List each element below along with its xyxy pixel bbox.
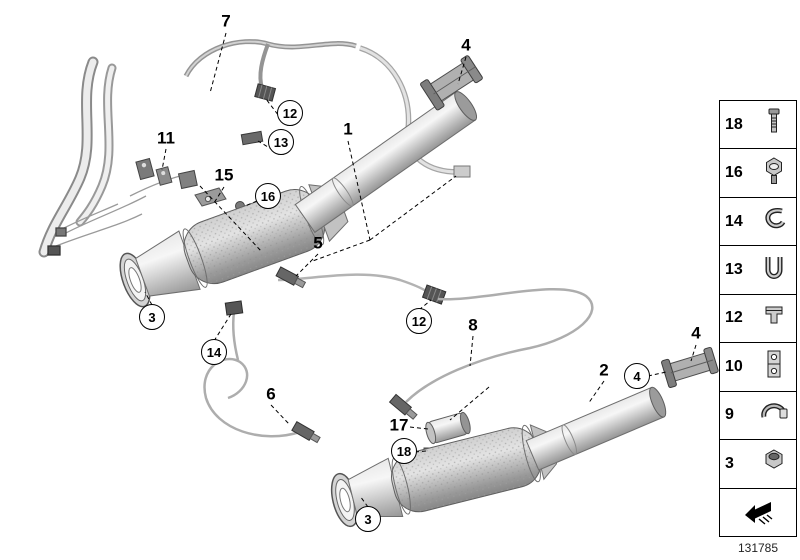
callout-8[interactable]: 8 — [468, 315, 478, 335]
catalytic-converter-front — [119, 91, 478, 308]
exhaust-clamp-top — [420, 55, 483, 111]
flange-bolt-icon — [757, 154, 791, 193]
callout-3[interactable]: 3 — [139, 304, 165, 330]
cable-clip-target — [240, 130, 264, 146]
legend-row-14[interactable]: 14 — [720, 196, 796, 245]
legend-number: 9 — [725, 406, 734, 424]
clamp-clip-icon — [757, 202, 791, 241]
legend-row-3[interactable]: 3 — [720, 439, 796, 487]
legend-row-13[interactable]: 13 — [720, 245, 796, 293]
legend-number: 16 — [725, 164, 743, 182]
legend-row-10[interactable]: 10 — [720, 342, 796, 390]
legend-number: 3 — [725, 454, 734, 472]
callout-2[interactable]: 2 — [599, 360, 609, 380]
diagram-id: 131785 — [737, 541, 779, 555]
retainer-clip-icon — [757, 299, 791, 338]
parts-legend: 18 16 14 13 12 10 9 3 — [719, 100, 797, 537]
legend-number: 14 — [725, 212, 743, 230]
catalytic-converter-rear — [330, 386, 667, 528]
wiring-harness-left — [47, 173, 189, 256]
legend-row-16[interactable]: 16 — [720, 148, 796, 196]
callout-1[interactable]: 1 — [343, 119, 353, 139]
callout-4[interactable]: 4 — [461, 35, 471, 55]
leader-lines — [144, 32, 697, 508]
bolt-icon — [757, 105, 791, 144]
callout-4[interactable]: 4 — [624, 363, 650, 389]
callout-11[interactable]: 11 — [157, 128, 175, 148]
callout-17[interactable]: 17 — [389, 415, 409, 435]
lambda-sensor-mid — [203, 300, 321, 444]
spring-clip-icon — [757, 251, 791, 290]
legend-row-9[interactable]: 9 — [720, 390, 796, 439]
legend-row-18[interactable]: 18 — [720, 101, 796, 148]
lambda-sensor-front — [275, 266, 431, 295]
callout-7[interactable]: 7 — [221, 11, 231, 31]
callout-12[interactable]: 12 — [406, 308, 432, 334]
callout-14[interactable]: 14 — [201, 339, 227, 365]
bracket-icon — [757, 347, 791, 386]
callout-18[interactable]: 18 — [391, 438, 417, 464]
callout-12[interactable]: 12 — [277, 100, 303, 126]
vibration-damper — [425, 411, 471, 445]
callout-15[interactable]: 15 — [214, 165, 234, 185]
legend-number: 10 — [725, 357, 743, 375]
plug-connector-top — [254, 83, 277, 102]
heat-shield-hoses — [38, 56, 117, 258]
nut-icon — [757, 444, 791, 483]
legend-number: 13 — [725, 261, 743, 279]
lambda-sensor-rear — [388, 288, 594, 420]
legend-number: 12 — [725, 309, 743, 327]
legend-row-direction[interactable] — [720, 487, 796, 536]
legend-row-12[interactable]: 12 — [720, 293, 796, 342]
callout-5[interactable]: 5 — [313, 233, 323, 253]
callout-6[interactable]: 6 — [266, 384, 276, 404]
legend-number: 18 — [725, 115, 743, 133]
callout-3[interactable]: 3 — [355, 506, 381, 532]
callout-4[interactable]: 4 — [691, 323, 701, 343]
direction-arrow-icon — [741, 493, 775, 532]
callout-16[interactable]: 16 — [255, 183, 281, 209]
exhaust-clamp-right — [661, 346, 719, 388]
hose-clamp-icon — [757, 396, 791, 435]
callout-13[interactable]: 13 — [268, 129, 294, 155]
